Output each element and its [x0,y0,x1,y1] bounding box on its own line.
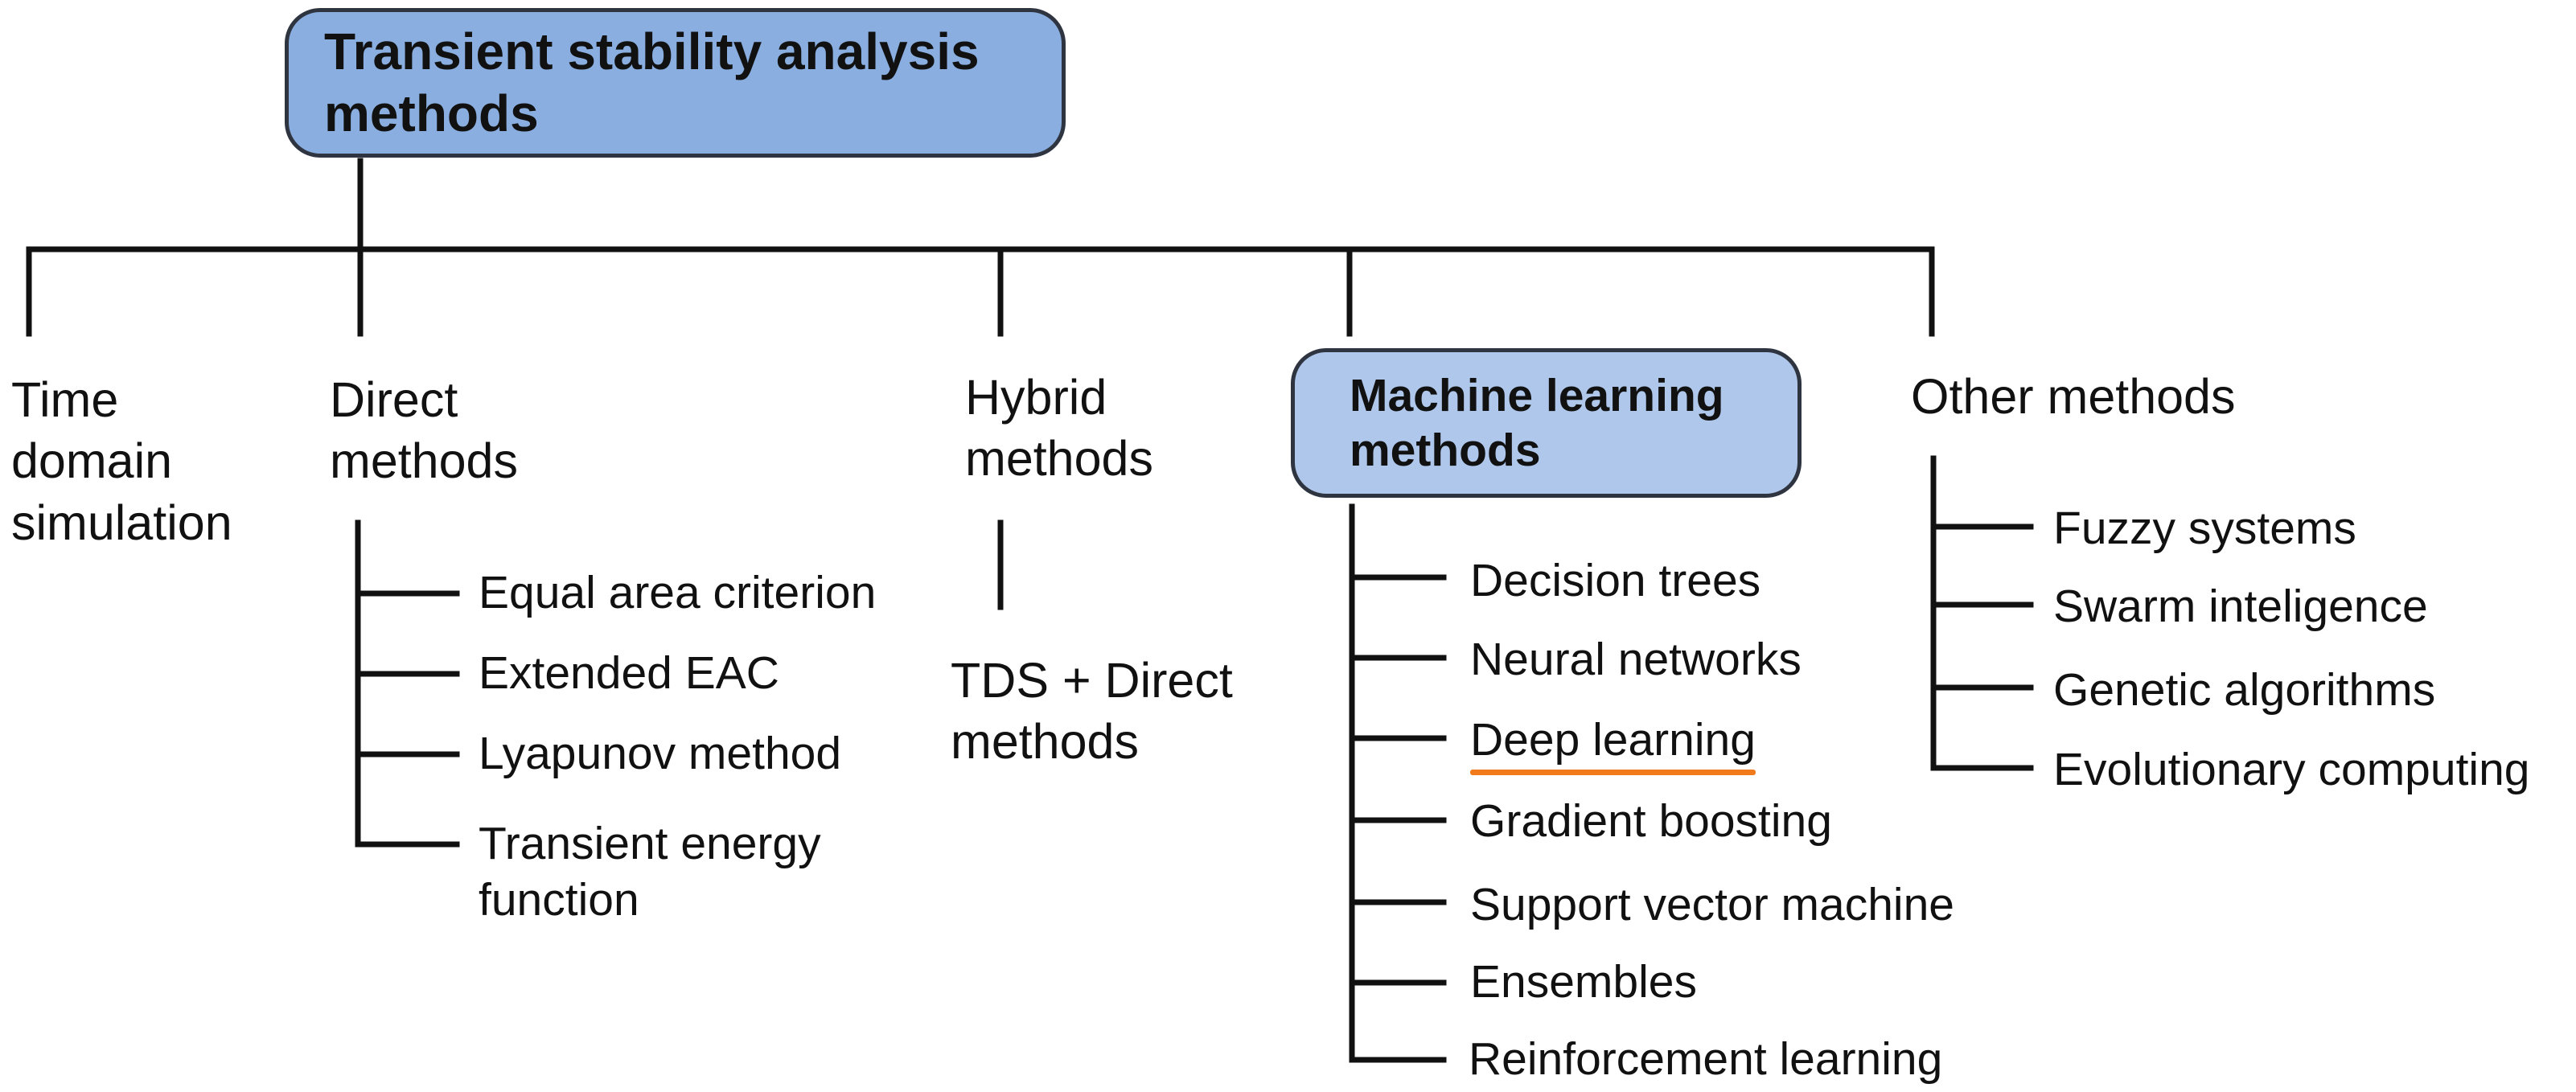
direct-item: Lyapunov method [479,728,842,779]
ml-item-underlined: Deep learning [1470,712,1756,775]
root-title: Transient stability analysis methods [324,23,980,142]
ml-item: Decision trees [1470,555,1761,606]
direct-item: Transient energy function [479,818,821,926]
direct-methods-label: Direct methods [330,372,518,489]
time-domain-label: Time domain simulation [11,372,232,550]
other-methods-label: Other methods [1911,369,2236,424]
ml-item: Reinforcement learning [1469,1033,1943,1085]
other-item: Fuzzy systems [2053,503,2356,554]
direct-item: Extended EAC [479,647,779,699]
ml-item: Gradient boosting [1470,795,1832,847]
ml-item: Deep learning [1470,712,1756,775]
other-item: Evolutionary computing [2053,744,2530,795]
root-node: Transient stability analysis methods [285,8,1066,158]
ml-methods-label: Machine learning methods [1350,369,1724,476]
ml-methods-node: Machine learning methods [1291,348,1802,498]
hybrid-item: TDS + Direct methods [951,653,1233,770]
ml-item: Neural networks [1470,634,1802,685]
ml-item: Ensembles [1470,956,1697,1008]
hybrid-methods-label: Hybrid methods [965,370,1153,486]
other-item: Genetic algorithms [2053,664,2436,716]
ml-item: Support vector machine [1470,879,1954,930]
direct-item: Equal area criterion [479,567,877,618]
other-item: Swarm inteligence [2053,581,2428,632]
